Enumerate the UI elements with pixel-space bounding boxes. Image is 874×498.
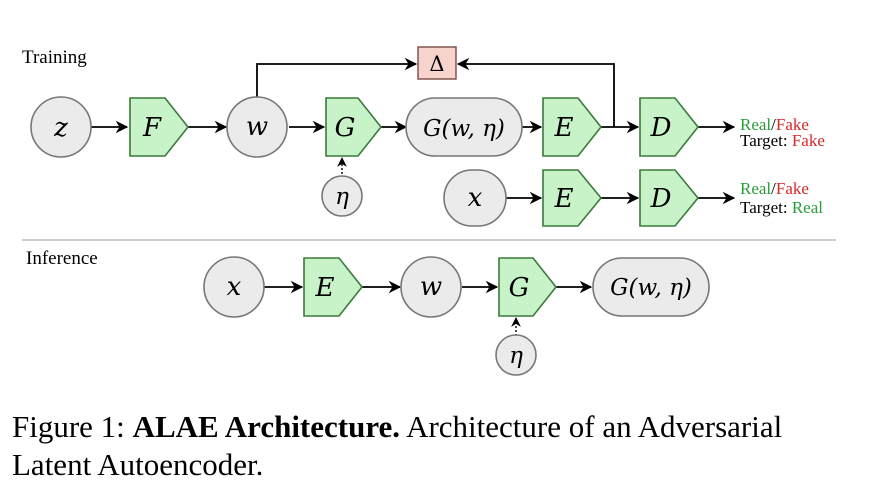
node-g-label: G: [335, 113, 356, 143]
node-z-label: z: [53, 113, 68, 143]
output-1-line-1: Real/Fake: [740, 115, 809, 134]
node-x-inf: [203, 256, 265, 318]
inference-row: x E w G G(w, η) η: [203, 256, 710, 376]
node-e-2-label: E: [554, 184, 574, 214]
node-eta-inf: [495, 334, 537, 376]
node-w-inf: [400, 256, 462, 318]
node-delta: [417, 46, 457, 80]
node-eta: [321, 175, 363, 217]
training-row-2: x E D Real/Fake Target: Real: [443, 169, 823, 227]
node-w: [226, 96, 288, 158]
node-e-inf: [303, 257, 364, 317]
arrow-e-delta: [456, 57, 615, 127]
node-g-inf: [498, 257, 558, 317]
node-eta-label: η: [335, 184, 349, 210]
node-e-inf-label: E: [315, 273, 335, 303]
training-row-1: z F w G G(w, η) E D Δ η Real/Fake Target…: [30, 46, 825, 217]
output-2-line-2: Target: Real: [740, 198, 823, 217]
node-f: [129, 97, 190, 157]
node-x-train-label: x: [468, 183, 483, 213]
node-gwn-inf-label: G(w, η): [610, 275, 692, 301]
node-d-2-label: D: [650, 184, 672, 214]
node-w-inf-label: w: [420, 272, 442, 302]
output-2-line-1: Real/Fake: [740, 179, 809, 198]
node-z: [30, 96, 92, 158]
node-w-label: w: [246, 112, 268, 142]
node-g-inf-label: G: [509, 273, 530, 303]
caption-rest: Architecture of an Adversarial Latent Au…: [12, 409, 783, 482]
training-label: Training: [22, 47, 87, 68]
node-e-label: E: [554, 113, 574, 143]
node-gwn-label: G(w, η): [423, 116, 505, 142]
inference-label: Inference: [26, 248, 98, 269]
node-gwn: [405, 97, 523, 157]
node-f-label: F: [142, 113, 162, 143]
node-d: [639, 97, 700, 157]
caption-bold: ALAE Architecture.: [132, 409, 401, 444]
node-d-label: D: [650, 113, 672, 143]
node-d-2: [639, 169, 700, 227]
node-g: [325, 97, 383, 157]
node-x-inf-label: x: [227, 272, 242, 302]
node-eta-inf-label: η: [509, 343, 523, 369]
output-1-line-2: Target: Fake: [740, 131, 825, 150]
alae-diagram: Training Inference z F w G G(w, η): [22, 46, 836, 376]
arrow-w-delta: [256, 57, 418, 97]
figure-caption: Figure 1: ALAE Architecture. Architectur…: [12, 408, 862, 484]
node-e-2: [542, 169, 603, 227]
node-x-train: [443, 169, 507, 227]
node-delta-label: Δ: [429, 52, 444, 76]
caption-prefix: Figure 1:: [12, 409, 133, 444]
node-gwn-inf: [592, 257, 710, 317]
node-e: [542, 97, 603, 157]
